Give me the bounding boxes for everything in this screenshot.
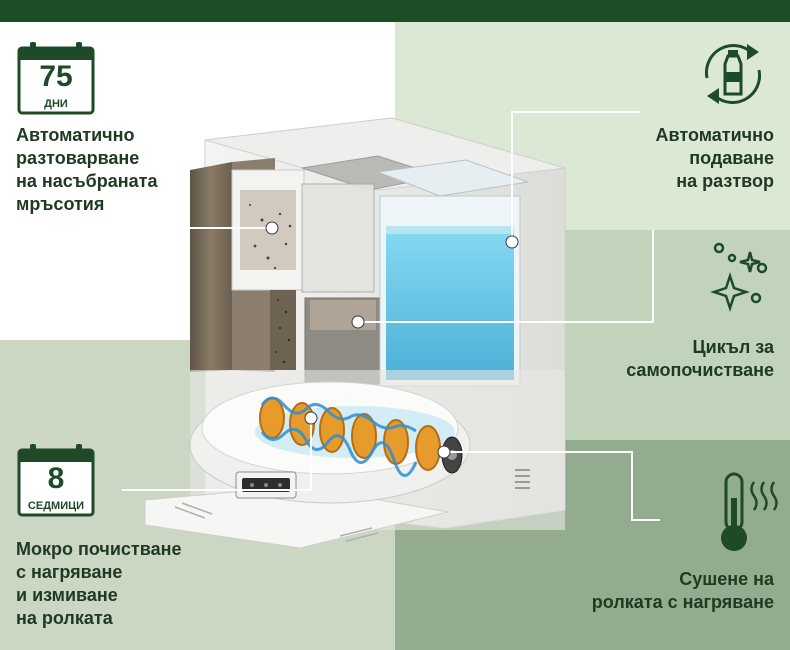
calendar-weeks-number: 8 bbox=[47, 462, 65, 495]
calendar-days-number: 75 bbox=[39, 60, 73, 93]
thermometer-heat-icon bbox=[721, 472, 778, 551]
calendar-weeks-unit: СЕДМИЦИ bbox=[27, 500, 85, 512]
feature-wet-clean-text: Мокро почистване с нагряване и измиване … bbox=[16, 539, 182, 628]
calendar-icon bbox=[17, 42, 95, 115]
calendar-badge-weeks: 8 СЕДМИЦИ bbox=[16, 442, 96, 518]
calendar-icon bbox=[17, 444, 95, 517]
sparkle-icon bbox=[710, 242, 768, 312]
feature-auto-empty-text: Автоматично разтоварване на насъбраната … bbox=[16, 125, 158, 214]
refill-bottle-icon bbox=[704, 44, 762, 104]
header-bar bbox=[0, 0, 790, 22]
calendar-badge-days: 75 ДНИ bbox=[16, 40, 96, 116]
feature-hot-dry-text: Сушене на ролката с нагряване bbox=[591, 569, 774, 612]
feature-self-clean-text: Цикъл за самопочистване bbox=[626, 337, 774, 380]
feature-auto-dispense-text: Автоматично подаване на разтвор bbox=[655, 125, 774, 191]
calendar-days-unit: ДНИ bbox=[44, 98, 68, 110]
